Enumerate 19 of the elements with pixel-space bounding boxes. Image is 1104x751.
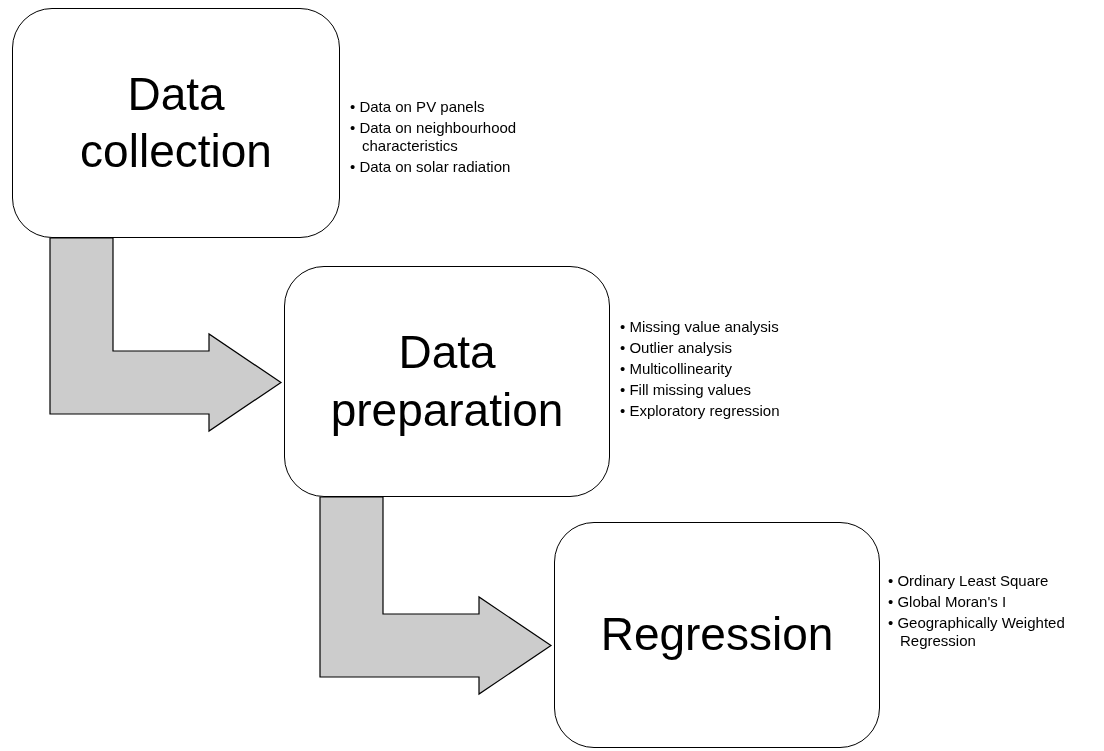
bullet-item: • Exploratory regression [620,402,781,420]
process-box [284,266,610,497]
box-title: Data preparation [329,325,565,438]
box-title: Regression [599,607,835,663]
bullet-item: • Data on neighbourhood characteristics [350,119,518,155]
process-box [12,8,340,238]
box-title: Data collection [79,66,273,179]
bullet-item: • Data on PV panels [350,98,486,116]
bullet-item: • Outlier analysis [620,339,733,357]
bullet-item: • Missing value analysis [620,318,780,336]
process-box [554,522,880,748]
bullet-item: • Fill missing values [620,381,753,399]
bullet-item: • Geographically Weighted Regression [888,614,1066,650]
block-arrow [49,237,283,433]
bullet-item: • Global Moran's I [888,593,1008,611]
bullet-item: • Ordinary Least Square [888,572,1050,590]
block-arrow [319,496,553,696]
bullet-item: • Multicollinearity [620,360,733,378]
bullet-item: • Data on solar radiation [350,158,512,176]
